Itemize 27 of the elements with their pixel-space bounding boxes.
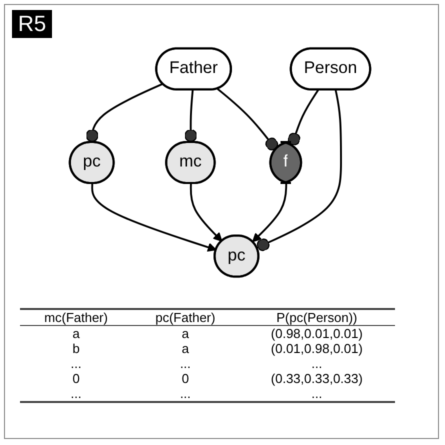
table-cell: a	[132, 326, 239, 341]
table-cell: ...	[20, 386, 132, 402]
column-header: mc(Father)	[20, 309, 132, 326]
table-cell: ...	[238, 386, 395, 402]
connector	[288, 89, 319, 146]
table-cell: (0.98,0.01,0.01)	[238, 326, 395, 341]
connector	[256, 90, 342, 252]
table-cell: ...	[238, 356, 395, 371]
table-cell-text: 0	[71, 371, 81, 386]
arrow	[190, 184, 222, 242]
connector	[216, 88, 278, 150]
table-cell-text: 0	[180, 371, 190, 386]
table-cell: a	[20, 326, 132, 341]
arrow	[91, 184, 217, 252]
title: R5	[12, 10, 52, 38]
table-cell-text: b	[71, 341, 81, 356]
table-cell-text: (0.01,0.98,0.01)	[270, 341, 364, 356]
connector	[86, 83, 164, 143]
table-cell-text: (0.33,0.33,0.33)	[270, 371, 364, 386]
table-cell-text: ...	[70, 356, 82, 371]
column-header: P(pc(Person))	[238, 309, 395, 326]
connector	[184, 90, 198, 143]
arrow	[252, 184, 288, 242]
table-cell-text: ...	[178, 356, 192, 371]
column-header: pc(Father)	[132, 309, 239, 326]
table-cell: ...	[132, 386, 239, 402]
table-cell-text: a	[180, 341, 190, 356]
